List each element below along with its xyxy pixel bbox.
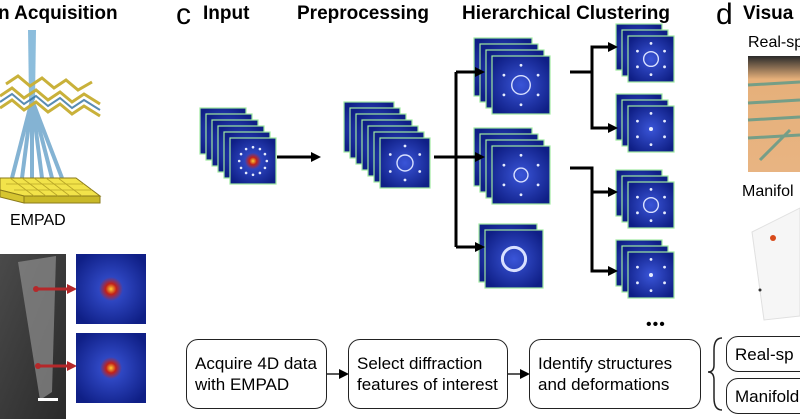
stack-input xyxy=(199,107,277,185)
flow-output-manifold: Manifold xyxy=(726,378,800,414)
ellipsis: ••• xyxy=(646,316,666,333)
branch-middle xyxy=(570,166,618,197)
acquisition-illustration xyxy=(0,30,102,204)
stack-leaf-1 xyxy=(615,23,675,83)
stack-preprocessed xyxy=(343,101,431,189)
clustering-title: Hierarchical Clustering xyxy=(462,3,671,24)
input-title: Input xyxy=(203,3,250,24)
stack-leaf-4 xyxy=(615,239,675,299)
empad-detector xyxy=(0,177,102,204)
diffracted-beams xyxy=(10,99,64,179)
sample-image-section xyxy=(0,254,146,419)
panel-d-letter: d xyxy=(716,0,733,31)
panel-c-letter: c xyxy=(176,0,191,31)
manifold-label: Manifol xyxy=(742,183,794,200)
stack-cluster-3 xyxy=(478,223,544,289)
pattern-stacks xyxy=(199,23,675,299)
stack-cluster-1 xyxy=(473,37,551,115)
real-space-map xyxy=(748,56,800,172)
flow-output-real-space: Real-sp xyxy=(726,336,800,372)
stack-cluster-2 xyxy=(473,127,551,205)
preprocessing-title: Preprocessing xyxy=(297,3,429,24)
branch-top xyxy=(570,42,618,74)
panel-a-title: n Acquisition xyxy=(0,3,118,24)
visualization-section xyxy=(747,56,800,321)
flow-arrows xyxy=(277,42,618,276)
real-space-label: Real-sp xyxy=(748,34,800,51)
scale-bar xyxy=(38,398,58,401)
stack-leaf-2 xyxy=(615,93,675,153)
output-bracket xyxy=(707,337,723,411)
flow-step-identify: Identify structures and deformations xyxy=(529,339,701,409)
crystal-sample xyxy=(0,74,101,118)
stack-leaf-3 xyxy=(615,169,675,229)
detector-label: EMPAD xyxy=(10,212,66,229)
visualization-title: Visua xyxy=(743,3,794,24)
manifold-plot xyxy=(751,207,800,321)
flow-step-select: Select diffraction features of interest xyxy=(348,339,508,409)
flow-step-acquire: Acquire 4D data with EMPAD xyxy=(186,339,327,409)
